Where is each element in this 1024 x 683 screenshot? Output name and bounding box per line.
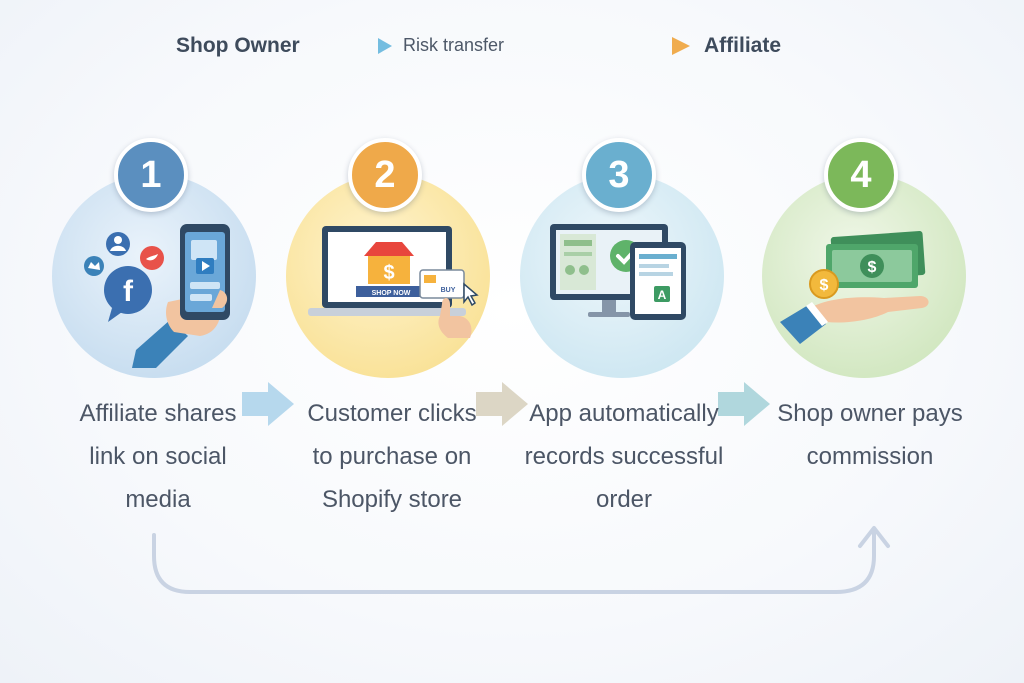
step-3: 3 A (518, 138, 770, 426)
step-2-caption-line: Customer clicks (307, 400, 477, 427)
step-3-caption-line: App automatically (529, 400, 719, 427)
step-1-caption-line: Affiliate shares (79, 400, 237, 427)
step-4: 4 $ $ (760, 138, 974, 378)
step-4-caption-line: commission (806, 443, 934, 470)
svg-text:f: f (123, 275, 134, 308)
step-3-to-4-chevron-icon (718, 382, 770, 426)
step-2-caption: Customer clicks to purchase on Shopify s… (282, 392, 502, 521)
step-1-caption-line: media (125, 486, 191, 513)
step-2-to-3-chevron-icon (476, 382, 528, 426)
svg-text:$: $ (383, 262, 394, 284)
step-3-number-badge: 3 (582, 138, 656, 212)
svg-text:A: A (658, 288, 667, 302)
step-1-number-badge: 1 (114, 138, 188, 212)
step-2-caption-line: to purchase on (312, 443, 472, 470)
shop-now-banner: SHOP NOW (372, 290, 411, 297)
step-1-caption-line: link on social (89, 443, 227, 470)
svg-text:$: $ (820, 277, 829, 294)
affiliate-label: Affiliate (704, 34, 782, 57)
step-4-caption: Shop owner pays commission (760, 392, 980, 478)
step-4-caption-line: Shop owner pays (777, 400, 963, 427)
blue-arrow-icon (334, 37, 690, 55)
cash-payment-hand-icon: $ $ (780, 231, 929, 344)
order-recorded-monitor-icon: A (550, 224, 686, 320)
step-2-caption-line: Shopify store (321, 486, 463, 513)
step-1: 1 f (50, 138, 294, 426)
step-4-number-badge: 4 (824, 138, 898, 212)
laptop-shop-click-icon: $ SHOP NOW BUY (308, 226, 479, 338)
step-3-caption-line: records successful (524, 443, 724, 470)
svg-text:$: $ (868, 259, 877, 276)
risk-transfer-label: Risk transfer (403, 35, 505, 55)
risk-transfer-header: Shop Owner Risk transfer Affiliate (0, 28, 1024, 64)
step-2: 2 $ SHOP NOW BUY (284, 138, 528, 426)
step-1-caption: Affiliate shares link on social media (48, 392, 268, 521)
buy-card-label: BUY (441, 287, 456, 294)
shop-owner-label: Shop Owner (176, 34, 300, 57)
step-3-caption: App automatically records successful ord… (514, 392, 734, 521)
step-2-number-badge: 2 (348, 138, 422, 212)
step-1-to-2-chevron-icon (242, 382, 294, 426)
step-3-caption-line: order (595, 486, 653, 513)
phone-social-share-icon: f (84, 224, 230, 368)
